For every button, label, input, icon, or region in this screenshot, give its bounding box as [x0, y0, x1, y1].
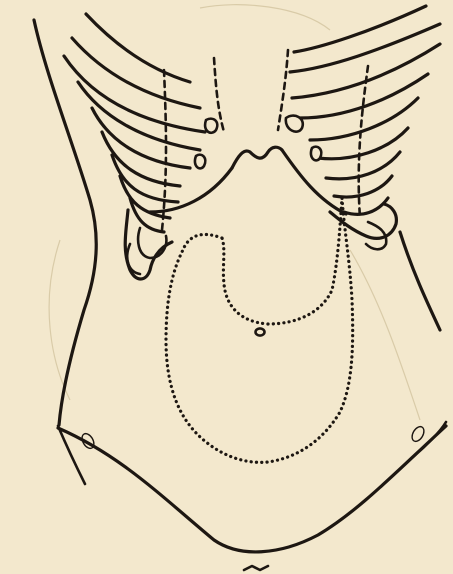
left-costal-cartilage-b [195, 155, 205, 169]
right-costal-cartilage-b [311, 147, 321, 161]
right-costal-cartilage-a [286, 116, 303, 132]
left-costal-cartilage-a [205, 119, 217, 133]
